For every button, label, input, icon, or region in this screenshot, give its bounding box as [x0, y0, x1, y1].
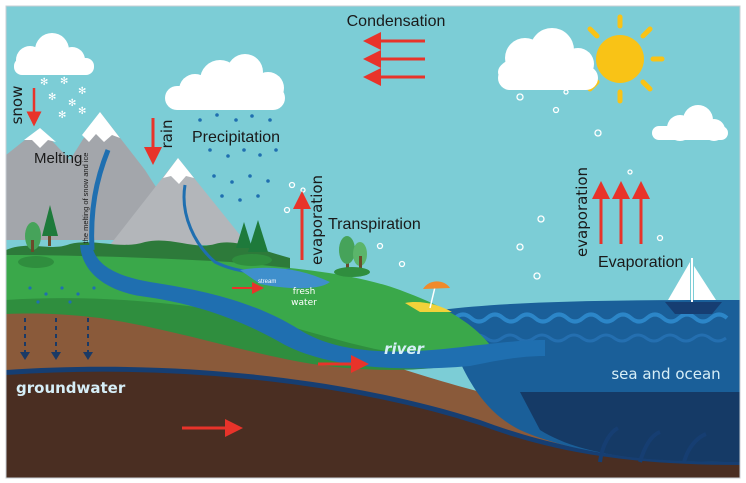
label-evaporation-cap: Evaporation [598, 254, 683, 271]
vapor-bubble-icon [283, 89, 664, 303]
label-melting: Melting [34, 150, 82, 167]
label-stream: stream [258, 279, 276, 285]
label-condensation: Condensation [347, 13, 446, 30]
label-melting-snow-ice: the melting of snow and ice [81, 153, 90, 244]
snowcap [82, 112, 120, 142]
svg-text:✻: ✻ [58, 110, 66, 121]
condensation-arrows [363, 32, 425, 86]
cloud-icon [498, 28, 598, 90]
label-precipitation: Precipitation [192, 129, 280, 146]
label-river: river [384, 340, 425, 358]
infiltration-drops [28, 286, 96, 304]
label-sea-and-ocean: sea and ocean [611, 365, 720, 383]
label-transpiration: Transpiration [328, 216, 421, 233]
label-evaporation-left: evaporation [308, 175, 326, 265]
deep-soil [6, 366, 740, 478]
label-groundwater: groundwater [16, 379, 126, 397]
label-evaporation-right: evaporation [573, 167, 591, 257]
label-snow: snow [8, 86, 26, 125]
sailboat-icon [665, 258, 722, 314]
tree-icon [18, 205, 58, 268]
deep-ocean [520, 392, 740, 462]
frame-border [5, 5, 741, 479]
snowcap [163, 158, 194, 184]
label-rain: rain [158, 119, 176, 148]
wave-line [469, 333, 727, 343]
label-fresh: fresh [293, 287, 316, 297]
snowflake-icon: ✻ ✻ ✻ ✻ ✻ ✻ ✻ [40, 76, 86, 121]
melt-stream [89, 149, 111, 251]
svg-text:✻: ✻ [48, 92, 56, 103]
beach-umbrella-icon [405, 281, 452, 312]
tree-icon [232, 220, 272, 266]
label-water: water [291, 298, 317, 308]
evaporation-arrows-right [592, 181, 650, 244]
svg-text:✻: ✻ [68, 98, 76, 109]
seabed-channels [598, 426, 707, 463]
infiltration-arrowheads [20, 352, 93, 360]
svg-text:✻: ✻ [60, 76, 68, 87]
snowcap [24, 128, 56, 148]
cloud-icon [14, 33, 94, 75]
tree-icon [334, 236, 370, 277]
infiltration-arrows [24, 318, 89, 352]
svg-text:✻: ✻ [40, 77, 48, 88]
flow-arrows [182, 282, 369, 437]
svg-text:✻: ✻ [78, 106, 86, 117]
cloud-icon [165, 54, 285, 110]
wave-line [453, 312, 729, 324]
raindrop-icon [198, 113, 278, 202]
svg-text:✻: ✻ [78, 86, 86, 97]
cloud-icon [652, 105, 728, 141]
mountain-right [110, 158, 248, 245]
river [80, 245, 545, 369]
